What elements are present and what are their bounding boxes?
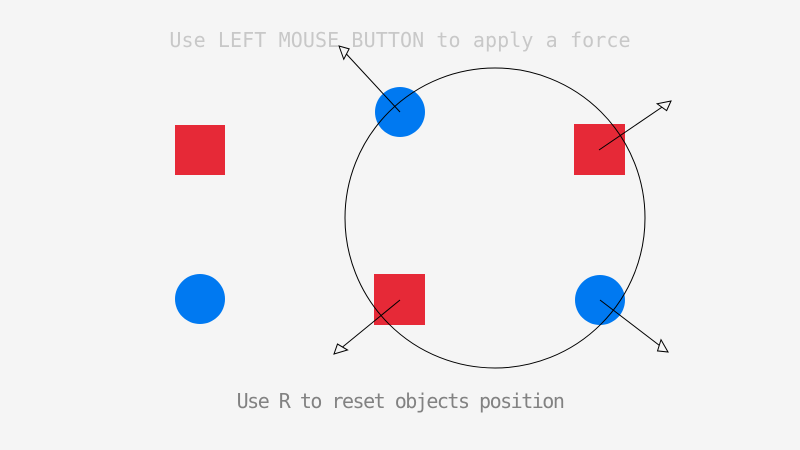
blue-circle-object[interactable] — [175, 274, 225, 324]
red-square-object[interactable] — [374, 274, 425, 325]
force-arrow — [333, 299, 401, 355]
force-arrow — [338, 45, 401, 113]
red-square-object[interactable] — [175, 125, 225, 175]
force-arrow — [598, 100, 672, 151]
force-field-circle — [344, 67, 646, 369]
force-arrow — [599, 299, 669, 353]
